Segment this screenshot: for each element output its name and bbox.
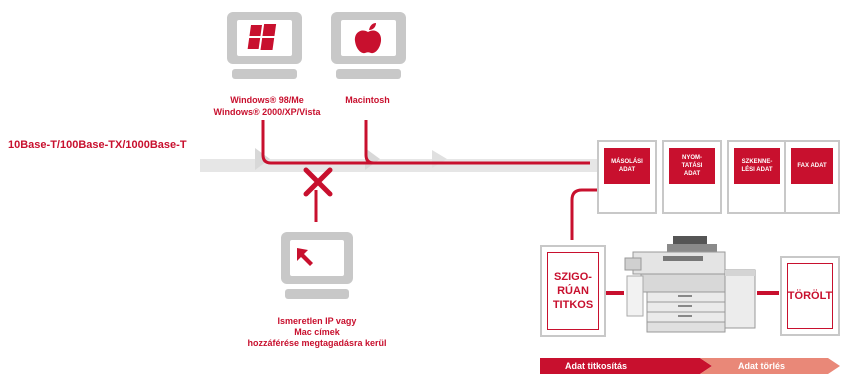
windows-label-line1: Windows® 98/Me <box>230 95 304 105</box>
strictly-secret-box: SZIGO- RÚAN TITKOS <box>540 245 606 337</box>
fax-data-card: FAX ADAT <box>784 140 840 214</box>
multifunction-printer-image <box>623 232 757 338</box>
encrypt-label: Adat titkosítás <box>565 361 628 371</box>
unknown-label-line1: Ismeretlen IP vagy <box>277 316 357 326</box>
print-data-label: NYOM- TATÁSI ADAT <box>669 148 715 184</box>
unknown-label-line2: Mac címek <box>294 327 340 337</box>
unknown-client-icon <box>281 232 353 302</box>
deleted-label: TÖRÖLT <box>787 263 833 329</box>
access-denied-icon <box>303 167 333 197</box>
delete-label: Adat törlés <box>738 361 786 371</box>
secure-connection <box>570 188 605 240</box>
mfp-to-deleted-connector <box>757 291 779 295</box>
macintosh-icon <box>331 12 406 80</box>
scan-data-label: SZKENNE- LÉSI ADAT <box>734 148 780 184</box>
mac-connection <box>364 120 375 165</box>
unknown-client-label: Ismeretlen IP vagy Mac címek hozzáférése… <box>247 316 387 349</box>
copy-data-label: MÁSOLÁSI ADAT <box>604 148 650 184</box>
mac-label: Macintosh <box>345 95 390 105</box>
windows-connection <box>261 120 590 165</box>
secret-to-mfp-connector <box>606 291 624 295</box>
print-data-card: NYOM- TATÁSI ADAT <box>662 140 722 214</box>
windows-pc-icon <box>227 12 302 80</box>
fax-data-label: FAX ADAT <box>791 148 833 184</box>
cursor-icon <box>297 248 313 266</box>
windows-label-line2: Windows® 2000/XP/Vista <box>213 107 321 117</box>
strictly-secret-label: SZIGO- RÚAN TITKOS <box>547 252 599 330</box>
deleted-box: TÖRÖLT <box>780 256 840 336</box>
network-label: 10Base-T/100Base-TX/1000Base-T <box>8 139 187 151</box>
unknown-label-line3: hozzáférése megtagadásra kerül <box>247 338 387 348</box>
scan-data-card: SZKENNE- LÉSI ADAT <box>727 140 787 214</box>
windows-label: Windows® 98/Me Windows® 2000/XP/Vista <box>187 94 347 118</box>
copy-data-card: MÁSOLÁSI ADAT <box>597 140 657 214</box>
